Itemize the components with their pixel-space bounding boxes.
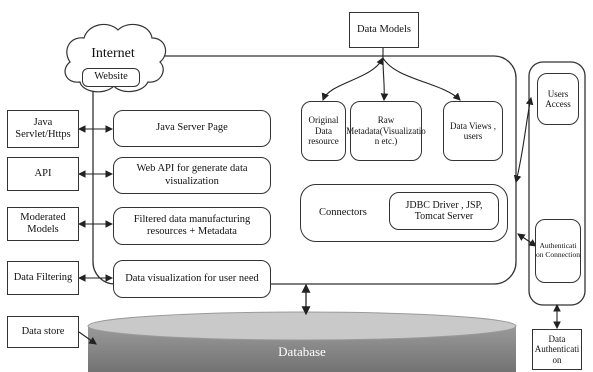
java-servlet-box[interactable]: Java Servlet/Https [7, 110, 79, 148]
data-filtering-box[interactable]: Data Filtering [7, 261, 79, 295]
api-box[interactable]: API [7, 157, 79, 191]
filtered-data-box[interactable]: Filtered data manufacturing resources + … [113, 207, 271, 245]
authentication-connection-box[interactable]: Authenticati on Connection [535, 219, 581, 283]
website-box[interactable]: Website [82, 68, 140, 87]
moderated-models-box[interactable]: Moderated Models [7, 207, 79, 241]
data-store-box[interactable]: Data store [7, 316, 79, 348]
data-models-box[interactable]: Data Models [349, 12, 419, 48]
connector-stack-box[interactable]: JDBC Driver , JSP, Tomcat Server [389, 192, 499, 230]
database-cylinder [87, 311, 517, 372]
database-label: Database [278, 344, 326, 359]
data-visualization-box[interactable]: Data visualization for user need [113, 260, 271, 298]
original-data-box[interactable]: Original Data resource [301, 101, 346, 161]
connectors-label: Connectors [319, 206, 367, 218]
data-authentication-box[interactable]: Data Authenticati on [532, 329, 582, 370]
java-server-page-box[interactable]: Java Server Page [113, 110, 271, 147]
raw-metadata-box[interactable]: Raw Metadata(Visualizatio n etc.) [346, 101, 426, 161]
data-views-box[interactable]: Data Views , users [443, 101, 503, 161]
users-access-box[interactable]: Users Access [537, 73, 579, 125]
internet-label: Internet [91, 46, 135, 61]
web-api-box[interactable]: Web API for generate data visualization [113, 157, 271, 194]
